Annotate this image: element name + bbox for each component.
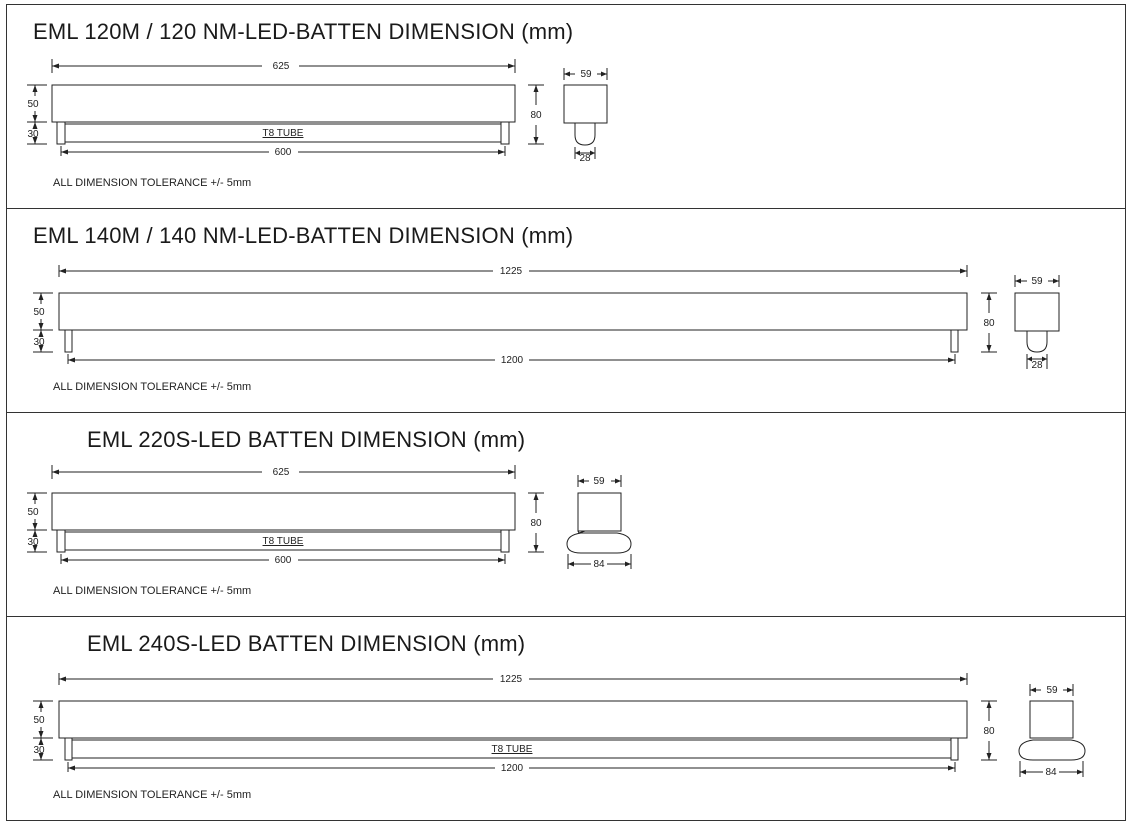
dim-label-foot-height: 30 (33, 745, 45, 756)
t8-tube (64, 123, 502, 143)
end-cap-right (950, 329, 959, 353)
dim-label-body-height: 50 (27, 99, 39, 110)
end-cap-right (950, 737, 959, 761)
panel-eml-240s: EML 240S-LED BATTEN DIMENSION (mm) (6, 616, 1126, 821)
batten-body (51, 84, 516, 123)
dim-label-side-bottom: 28 (1031, 360, 1043, 371)
panel-title: EML 120M / 120 NM-LED-BATTEN DIMENSION (… (33, 19, 574, 44)
batten-body (51, 492, 516, 531)
panel-eml-120m: EML 120M / 120 NM-LED-BATTEN DIMENSION (… (6, 4, 1126, 209)
dim-label-overall-length: 625 (273, 467, 290, 478)
dim-label-tube-length: 600 (275, 147, 292, 158)
dim-label-side-width: 59 (580, 69, 592, 80)
end-cap-left (64, 737, 73, 761)
dimension-drawing: 1225 1200 50 30 80 59 84 T8 TUBE (33, 673, 1086, 778)
side-housing (1014, 292, 1060, 332)
batten-body (58, 292, 968, 331)
dim-label-total-height: 80 (530, 518, 542, 529)
end-cap-left (64, 329, 73, 353)
tolerance-note: ALL DIMENSION TOLERANCE +/- 5mm (53, 381, 252, 393)
dim-label-side-bottom: 28 (579, 153, 591, 164)
tube-label: T8 TUBE (492, 744, 533, 755)
panel-eml-220s: EML 220S-LED BATTEN DIMENSION (mm) (6, 412, 1126, 617)
tube-label: T8 TUBE (263, 536, 304, 547)
dim-label-side-width: 59 (593, 476, 605, 487)
dim-label-foot-height: 30 (27, 129, 39, 140)
end-cap-right (500, 121, 510, 145)
side-twin-tube-profile (1018, 739, 1086, 761)
dim-label-total-height: 80 (530, 110, 542, 121)
panel-eml-140m: EML 140M / 140 NM-LED-BATTEN DIMENSION (… (6, 208, 1126, 413)
dim-label-total-height: 80 (983, 726, 995, 737)
panel-title: EML 240S-LED BATTEN DIMENSION (mm) (87, 631, 526, 656)
side-housing (1029, 700, 1074, 739)
end-cap-left (56, 529, 66, 553)
dim-label-overall-length: 1225 (500, 674, 523, 685)
dim-label-overall-length: 1225 (500, 266, 523, 277)
t8-tube (71, 739, 952, 759)
dim-label-side-width: 59 (1031, 276, 1043, 287)
panel-title: EML 220S-LED BATTEN DIMENSION (mm) (87, 427, 526, 452)
tolerance-note: ALL DIMENSION TOLERANCE +/- 5mm (53, 585, 252, 597)
dim-label-body-height: 50 (27, 507, 39, 518)
dim-label-foot-height: 30 (27, 537, 39, 548)
dimension-drawing: 1225 1200 50 30 80 59 28 (33, 265, 1060, 371)
tube-label: T8 TUBE (263, 128, 304, 139)
tolerance-note: ALL DIMENSION TOLERANCE +/- 5mm (53, 789, 252, 801)
dim-label-body-height: 50 (33, 715, 45, 726)
dim-label-tube-length: 1200 (501, 763, 524, 774)
side-tube-profile (1026, 331, 1048, 353)
panel-title: EML 140M / 140 NM-LED-BATTEN DIMENSION (… (33, 223, 574, 248)
side-housing (577, 492, 622, 532)
dim-label-foot-height: 30 (33, 337, 45, 348)
dim-label-tube-length: 600 (275, 555, 292, 566)
end-cap-right (500, 529, 510, 553)
dim-label-overall-length: 625 (273, 61, 290, 72)
dim-label-side-width: 59 (1046, 685, 1058, 696)
tolerance-note: ALL DIMENSION TOLERANCE +/- 5mm (53, 177, 252, 189)
end-cap-left (56, 121, 66, 145)
dim-label-tube-length: 1200 (501, 355, 524, 366)
side-twin-tube-profile (566, 532, 632, 554)
dim-label-body-height: 50 (33, 307, 45, 318)
t8-tube (64, 531, 502, 551)
dimension-drawing: 625 600 50 30 80 59 84 T8 TUBE (27, 465, 632, 570)
side-housing (563, 84, 608, 124)
dim-label-total-height: 80 (983, 318, 995, 329)
side-tube-profile (574, 123, 596, 146)
dimension-drawing: 625 600 50 30 80 59 28 T8 TUBE (27, 59, 608, 164)
dim-label-side-bottom: 84 (593, 559, 605, 570)
dim-label-side-bottom: 84 (1045, 767, 1057, 778)
batten-body (58, 700, 968, 739)
